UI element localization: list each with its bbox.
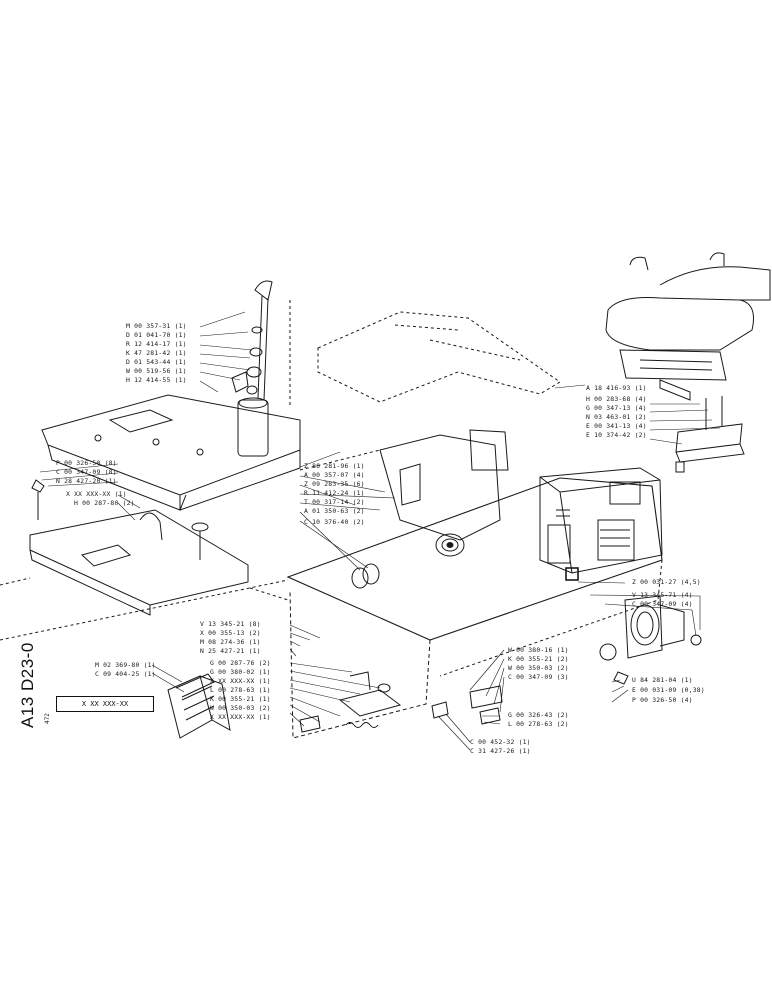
pulley (435, 533, 465, 557)
callout-label: G 00 347-13 (4) (586, 404, 647, 412)
callout-label: M 00 357-31 (1) (126, 322, 187, 330)
seat-bracket (675, 396, 745, 473)
lower-parts (299, 671, 503, 733)
plate-stack (167, 673, 231, 739)
callout-label: D 01 041-70 (1) (126, 331, 187, 339)
callout-label: P 00 326-50 (4) (632, 696, 693, 704)
callout-label: G 00 380-02 (1) (210, 668, 271, 676)
callout-label: Z 86 281-96 (1) (304, 462, 365, 470)
callout-label: D 01 543-44 (1) (126, 358, 187, 366)
callout-label: C 00 347-09 (3) (508, 673, 569, 681)
callout-label: X 00 355-13 (2) (200, 629, 261, 637)
callout-label: Z 09 283-35 (6) (304, 480, 365, 488)
callout-label: C 00 347-09 (4) (632, 600, 693, 608)
pedal-plate (29, 479, 249, 616)
callout-label: K 00 355-21 (1) (210, 695, 271, 703)
callout-label: H 00 287-80 (2) (74, 499, 135, 507)
seat-assembly (605, 252, 771, 401)
callout-label: K 00 355-21 (2) (508, 655, 569, 663)
callout-label: C 00 452-32 (1) (470, 738, 531, 746)
callout-label: W 00 380-16 (1) (508, 646, 569, 654)
reference-box: X XX XXX-XX (56, 696, 154, 712)
steering-column (231, 280, 273, 457)
callout-label: A 01 350-63 (2) (304, 507, 365, 515)
callout-label: C 09 404-25 (1) (95, 670, 156, 678)
callout-label: A 18 416-93 (1) (586, 384, 647, 392)
callout-label: C 00 347-09 (8) (56, 468, 117, 476)
callout-label: Z 00 031-27 (4,5) (632, 578, 701, 586)
callout-label: H 12 414-55 (1) (126, 376, 187, 384)
callout-label: K 47 281-42 (1) (126, 349, 187, 357)
callout-label: X XX XXX-XX (1) (66, 490, 127, 498)
callout-label: X XX XXX-XX (1) (210, 713, 271, 721)
callout-label: W 00 519-56 (1) (126, 367, 187, 375)
callout-label: G 00 287-76 (2) (210, 659, 271, 667)
callout-label: U 84 281-04 (1) (632, 676, 693, 684)
callout-label: N 25 427-21 (1) (200, 647, 261, 655)
projection-lines (0, 300, 381, 641)
callout-label: A 00 357-07 (4) (304, 471, 365, 479)
callout-label: R 11 412-24 (1) (304, 489, 365, 497)
page-number: 472 (44, 713, 51, 724)
callout-label: V 13 345-21 (8) (200, 620, 261, 628)
callout-label: E 00 341-13 (4) (586, 422, 647, 430)
rear-panel (317, 311, 561, 403)
center-frame (379, 429, 509, 541)
callout-label: M 08 274-36 (1) (200, 638, 261, 646)
callout-label: H 00 283-68 (4) (586, 395, 647, 403)
callout-label: C 31 427-26 (1) (470, 747, 531, 755)
callout-label: W 00 350-03 (2) (210, 704, 271, 712)
callout-label: X XX XXX-XX (1) (210, 677, 271, 685)
console-plate (41, 394, 301, 511)
callout-label: N 03 463-01 (2) (586, 413, 647, 421)
seal-rings (351, 563, 380, 589)
callout-label: E 00 031-09 (0,38) (632, 686, 705, 694)
hub-assembly (599, 595, 702, 685)
callout-label: G 00 326-43 (2) (508, 711, 569, 719)
callout-label: N 28 427-20 (1) (56, 477, 117, 485)
leader-lines (39, 311, 721, 751)
callout-label: E 10 374-42 (2) (586, 431, 647, 439)
floor-plate (286, 477, 663, 739)
callout-label: L 00 278-63 (2) (508, 720, 569, 728)
callout-label: L 00 278-63 (1) (210, 686, 271, 694)
callout-label: T 00 317-14 (2) (304, 498, 365, 506)
callout-label: V 13 345-71 (4) (632, 591, 693, 599)
callout-label: R 12 414-17 (1) (126, 340, 187, 348)
right-console (539, 467, 663, 581)
callout-label: M 02 369-80 (1) (95, 661, 156, 669)
callout-label: P 00 326-50 (8) (56, 459, 117, 467)
sheet-code: A13 D23-0 (18, 642, 37, 728)
callout-label: W 00 350-03 (2) (508, 664, 569, 672)
callout-label: C 10 376-40 (2) (304, 518, 365, 526)
